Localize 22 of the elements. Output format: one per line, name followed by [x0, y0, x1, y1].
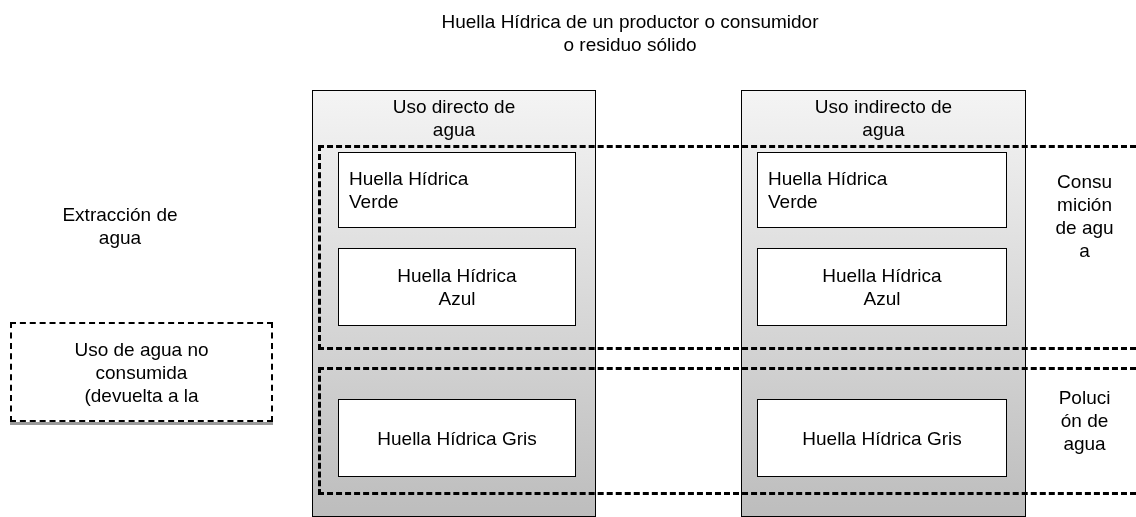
dashed-box — [10, 322, 273, 422]
footprint-box — [338, 399, 576, 477]
column-heading: Uso directo de agua — [391, 95, 517, 141]
band-label: Consumición de agua — [1055, 170, 1114, 262]
text-label: Extracción de agua — [61, 203, 179, 249]
footprint-box — [757, 399, 1007, 477]
dashed-band — [318, 145, 1136, 350]
footprint-box — [757, 152, 1007, 228]
box-label: Huella Hídrica Gris — [802, 426, 962, 450]
box-label: Huella Hídrica Gris — [377, 426, 537, 450]
column-heading: Uso indirecto de agua — [813, 95, 954, 141]
footprint-box — [338, 152, 576, 228]
footprint-box — [338, 248, 576, 326]
box-label: Huella Hídrica Verde — [349, 167, 470, 213]
box-label: Huella Hídrica Azul — [821, 264, 943, 310]
diagram-title: Huella Hídrica de un productor o consumidor o residuo sólido — [440, 10, 820, 56]
box-label: Huella Hídrica Azul — [396, 264, 518, 310]
dashed-band — [318, 367, 1136, 495]
footprint-box — [757, 248, 1007, 326]
box-label: Uso de agua no consumida (devuelta a la — [73, 338, 210, 407]
box-label: Huella Hídrica Verde — [768, 167, 889, 213]
band-label: Polución de agua — [1057, 386, 1112, 455]
